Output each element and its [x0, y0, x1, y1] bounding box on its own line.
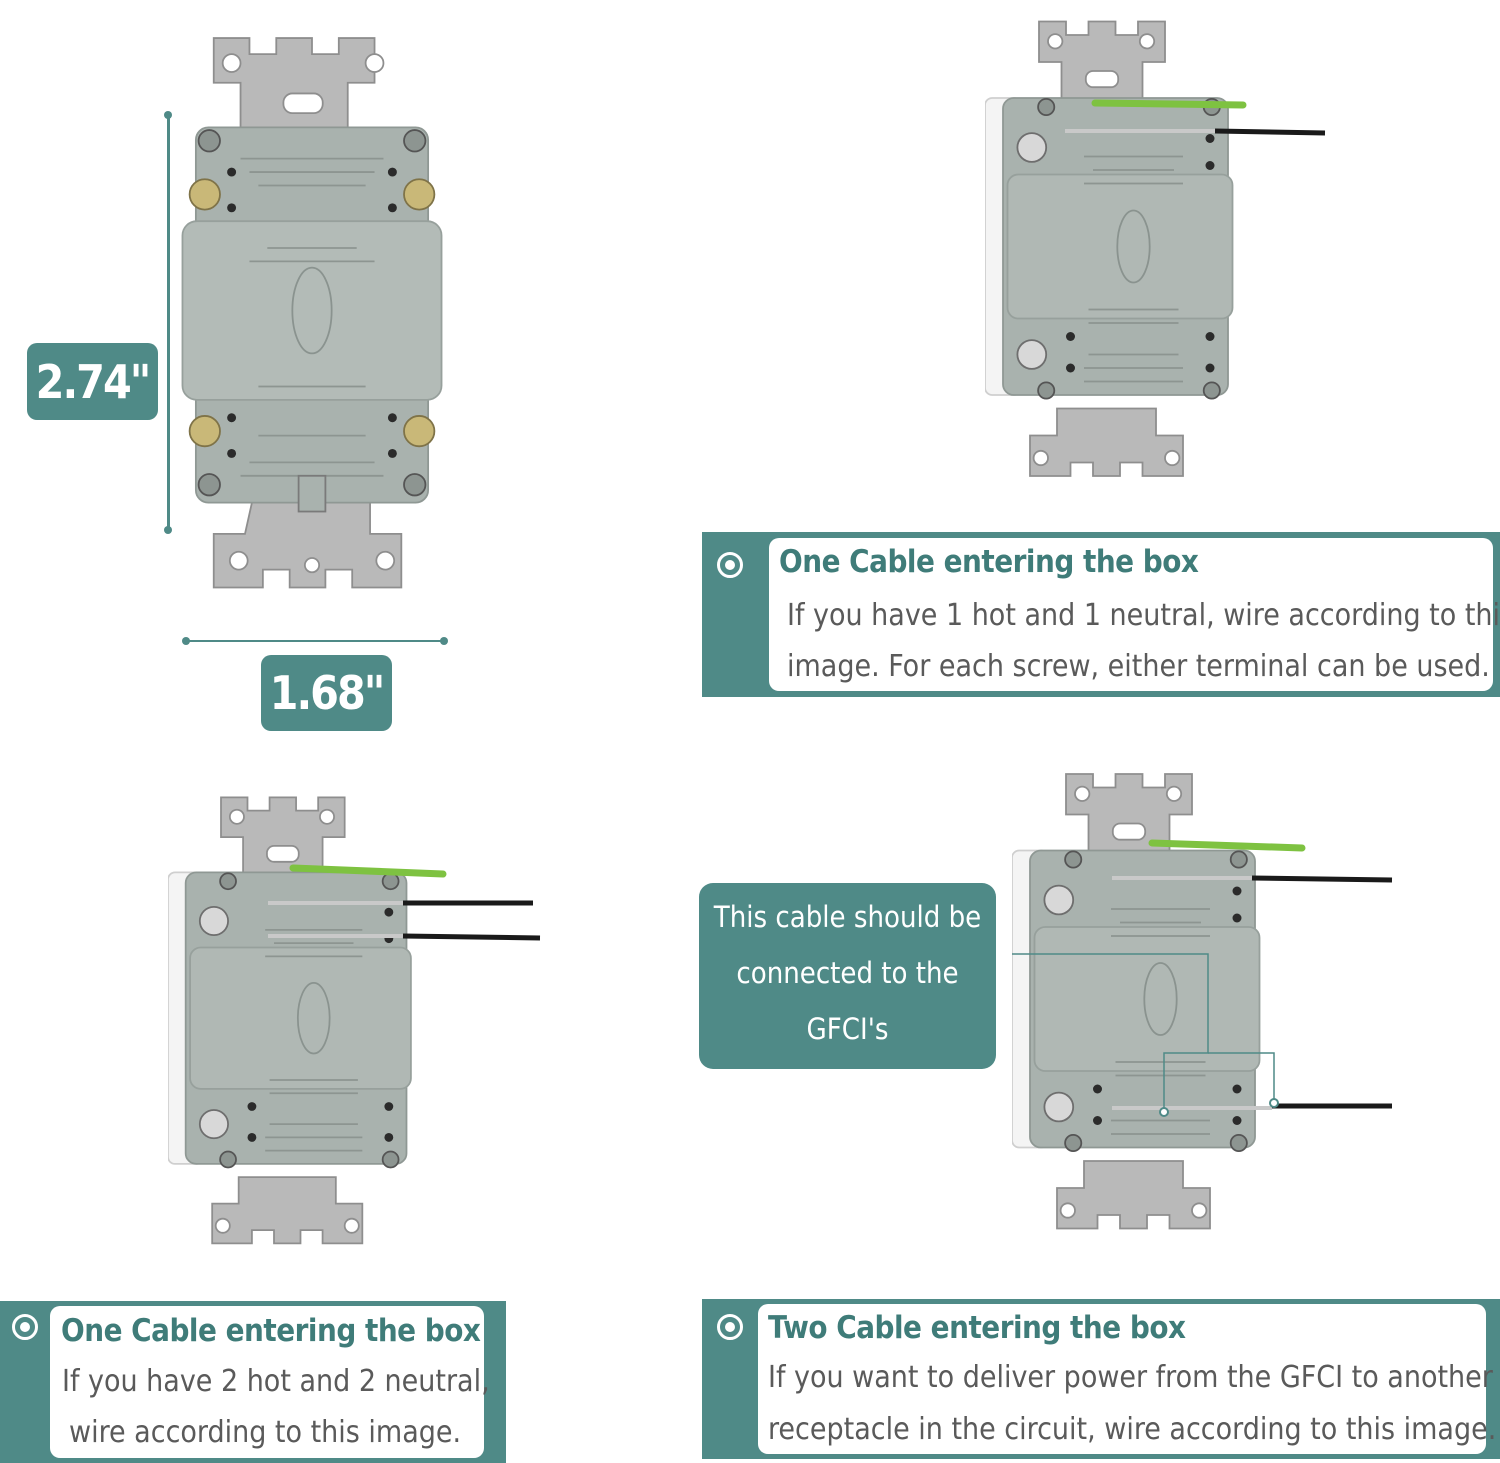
hot-wire-black-line	[1251, 875, 1393, 883]
gfci-one-cable-double-view	[168, 768, 541, 1286]
width-dimension-badge: 1.68"	[261, 655, 392, 731]
radio-indicator-icon	[717, 1314, 743, 1340]
height-dimension-line	[167, 115, 170, 530]
width-dimension-dot-right	[440, 637, 448, 645]
panel-body-line1: If you have 1 hot and 1 neutral, wire ac…	[787, 598, 1500, 633]
wires-group	[1012, 839, 1393, 1117]
gfci-back-view	[178, 5, 446, 625]
hot-wire-black-2	[402, 933, 541, 941]
width-dimension-dot-left	[182, 637, 190, 645]
panel-title: One Cable entering the box	[779, 544, 1199, 580]
panel-body-line2: image. For each screw, either terminal c…	[787, 649, 1490, 684]
height-dimension-badge: 2.74"	[27, 343, 158, 420]
panel-card: Two Cable entering the box If you want t…	[758, 1304, 1496, 1454]
panel-bottom-left: One Cable entering the box If you have 2…	[0, 1301, 506, 1463]
callout-connector-dot-neutral	[1159, 1107, 1169, 1117]
panel-card: One Cable entering the box If you have 2…	[50, 1306, 490, 1458]
wires-group	[268, 864, 541, 941]
callout-line3: LOAD terminals only.	[712, 1068, 983, 1102]
ground-wire-green	[1148, 839, 1306, 852]
height-dimension-dot-bottom	[164, 526, 172, 534]
radio-indicator-icon	[12, 1314, 38, 1340]
panel-card: One Cable entering the box If you have 1…	[769, 538, 1500, 691]
gfci-back-illustration	[181, 37, 443, 589]
width-dimension-line	[186, 640, 444, 642]
callout-connector-dot-hot	[1269, 1098, 1279, 1108]
panel-bottom-right: Two Cable entering the box If you want t…	[702, 1299, 1500, 1459]
ground-wire-green	[1091, 99, 1247, 109]
load-terminal-callout: This cable should be connected to the GF…	[699, 883, 996, 1102]
panel-title: Two Cable entering the box	[768, 1310, 1186, 1346]
height-dimension-dot-top	[164, 111, 172, 119]
panel-title: One Cable entering the box	[61, 1313, 481, 1349]
callout-line2: connected to the GFCI's	[736, 956, 959, 1046]
panel-body-line2: receptacle in the circuit, wire accordin…	[768, 1412, 1497, 1447]
panel-body-line1: If you have 2 hot and 2 neutral,	[62, 1364, 490, 1399]
hot-wire-black	[1214, 128, 1326, 136]
wires-group	[1065, 99, 1326, 136]
gfci-two-cable-view	[1012, 738, 1393, 1278]
panel-body-line1: If you want to deliver power from the GF…	[768, 1360, 1493, 1395]
radio-indicator-icon	[717, 552, 743, 578]
callout-connector-line	[1012, 953, 1209, 1112]
ground-wire-green	[289, 864, 447, 878]
gfci-one-cable-single-view	[985, 3, 1326, 508]
panel-top-right: One Cable entering the box If you have 1…	[702, 532, 1500, 697]
panel-body-line2: wire according to this image.	[69, 1415, 462, 1450]
callout-line1: This cable should be	[713, 900, 982, 934]
